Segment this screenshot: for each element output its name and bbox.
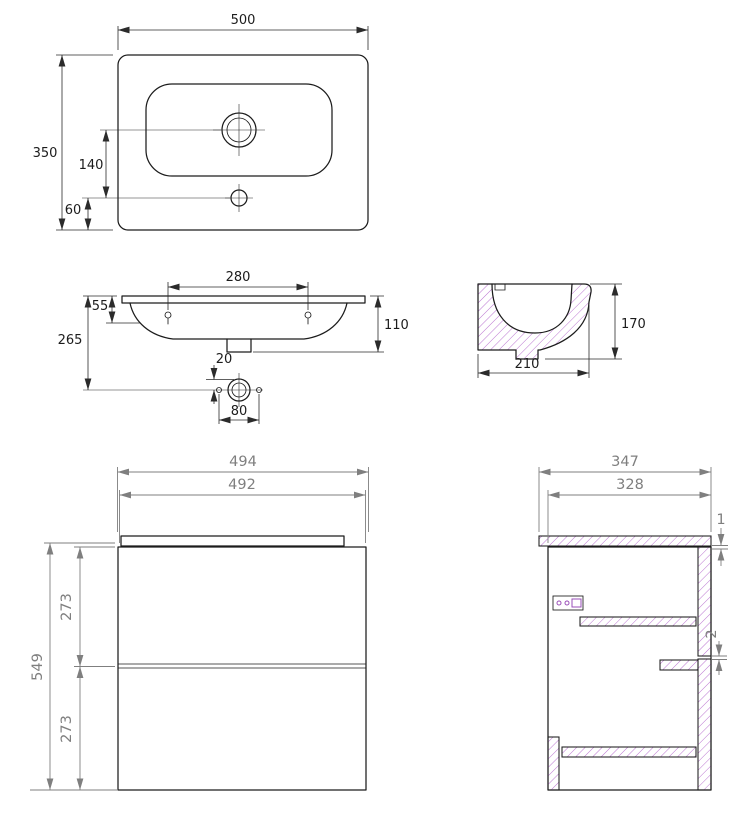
- dim-body-depth: 328: [616, 477, 644, 493]
- drain-detail-centerlines: [83, 373, 263, 407]
- fixing-hole-right: [304, 311, 312, 319]
- extension-centerlines: [82, 129, 230, 199]
- view-cabinet-side: 347 328 1 2: [538, 454, 728, 791]
- cabinet-top-slab: [120, 535, 345, 547]
- extension-lines-top-depth: [538, 467, 712, 532]
- cross-rail: [659, 659, 699, 671]
- back-panel-upper: [697, 546, 712, 657]
- dim-lower-drawer: 273: [59, 715, 75, 743]
- dim-basin-depth: 350: [33, 146, 58, 161]
- slide-clip: [571, 598, 582, 608]
- dim-top-gap: 1: [716, 512, 725, 528]
- dim-rim-to-drain: 265: [58, 333, 83, 348]
- dim-rim-height: 55: [92, 299, 109, 314]
- dim-body-width: 492: [228, 477, 256, 493]
- side-top-slab: [538, 535, 712, 547]
- extension-lines-height: [253, 295, 384, 353]
- fixing-hole-left: [164, 311, 172, 319]
- upper-drawer-bottom: [579, 616, 697, 627]
- back-panel-lower: [697, 658, 712, 791]
- dim-section-depth: 210: [515, 357, 540, 372]
- dim-basin-width: 500: [231, 13, 256, 28]
- extension-lines-body-width: [119, 490, 366, 543]
- section-bowl-profile: [491, 283, 573, 334]
- dim-section-height: 170: [621, 317, 646, 332]
- dim-drain-to-tap: 140: [79, 158, 104, 173]
- extension-lines-panel-gap: [712, 655, 727, 660]
- lower-drawer-bottom: [561, 746, 697, 758]
- view-cabinet-front: 494 492 549 273 273: [30, 454, 369, 791]
- drawer-divider: [117, 663, 367, 669]
- dim-basin-height: 110: [384, 318, 409, 333]
- cabinet-body: [117, 546, 367, 791]
- dim-panel-gap: 2: [704, 629, 720, 638]
- slide-screw-1: [556, 600, 562, 606]
- drain-stub: [226, 338, 252, 353]
- drawer-slide-bracket: [552, 595, 584, 611]
- dim-bolt-spacing: 80: [231, 404, 248, 419]
- front-bottom-panel: [547, 736, 560, 791]
- dim-tap-to-edge: 60: [65, 203, 82, 218]
- section-hatch-fill: [478, 284, 592, 359]
- extension-lines-left: [30, 542, 118, 791]
- view-basin-front: 280 55 265 110 20 80: [58, 270, 409, 424]
- basin-outline: [117, 54, 369, 231]
- view-basin-top: 500 350 140 60: [33, 13, 369, 231]
- dim-cabinet-height: 549: [30, 653, 46, 681]
- drain-bolt-left: [216, 387, 222, 393]
- dim-top-width: 494: [229, 454, 257, 470]
- basin-rim: [121, 295, 366, 304]
- section-outer-profile: [477, 283, 592, 360]
- extension-lines-depth: [56, 54, 113, 231]
- basin-underside: [129, 302, 348, 340]
- drain-bolt-right: [256, 387, 262, 393]
- dim-top-depth: 347: [611, 454, 639, 470]
- slide-screw-2: [564, 600, 570, 606]
- view-basin-side: 170 210: [477, 283, 646, 378]
- dim-hole-spacing: 280: [226, 270, 251, 285]
- extension-lines-top-width: [117, 467, 369, 532]
- dim-upper-drawer: 273: [59, 593, 75, 621]
- drain-centerlines: [213, 104, 265, 156]
- tap-recess: [494, 283, 506, 291]
- dim-drain-offset: 20: [216, 352, 233, 367]
- extension-lines-top-gap: [712, 545, 728, 550]
